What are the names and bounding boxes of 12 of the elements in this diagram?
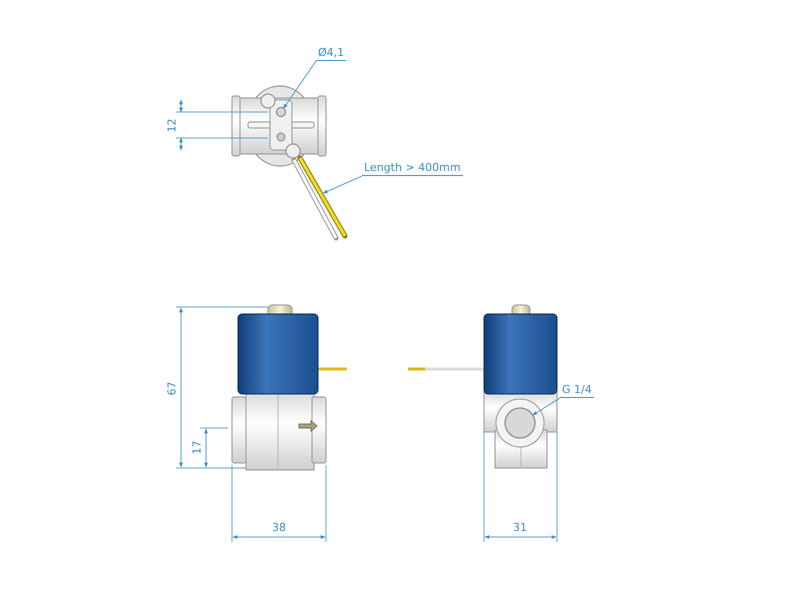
callout-label: G 1/4 (560, 383, 594, 398)
dimension-value: 31 (513, 520, 527, 534)
callout-label: Ø4,1 (316, 46, 346, 61)
dimension-value: 38 (272, 520, 286, 534)
dimension-value: 67 (166, 381, 178, 395)
dimension-value: 17 (190, 440, 204, 454)
leader-line (283, 60, 316, 109)
dimension-value: 12 (166, 118, 178, 132)
callout-label: Length > 400mm (362, 161, 463, 176)
threaded-port (504, 408, 536, 438)
leader-line (322, 176, 362, 194)
lead-wires (292, 156, 348, 240)
